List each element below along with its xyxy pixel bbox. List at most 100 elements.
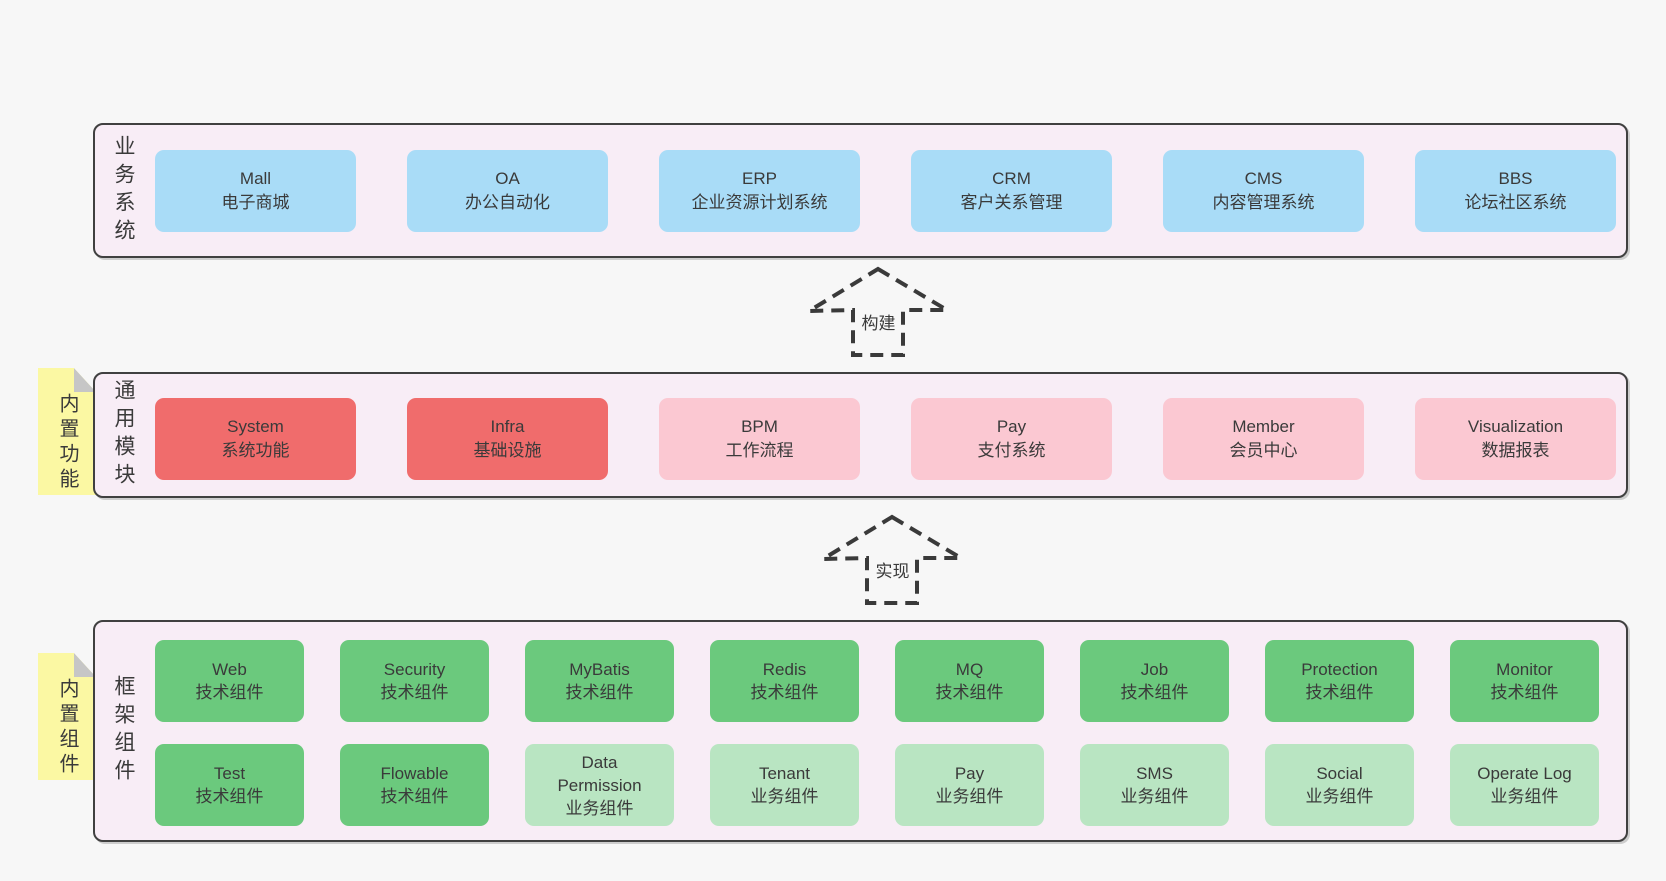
box-desc: 业务组件	[565, 798, 634, 818]
box-desc: 会员中心	[1229, 441, 1298, 460]
box-title: System	[227, 417, 284, 436]
box-mybatis: MyBatis 技术组件	[525, 640, 674, 722]
box-pay-component: Pay 业务组件	[895, 744, 1044, 826]
box-title: Redis	[762, 660, 807, 679]
box-title: Test	[213, 764, 246, 783]
box-title: Mall	[239, 169, 272, 188]
box-test: Test 技术组件	[155, 744, 304, 826]
box-title: Job	[1140, 660, 1169, 679]
framework-components-row-1: Web 技术组件 Security 技术组件 MyBatis 技术组件 Redi…	[155, 640, 1599, 722]
box-title: BPM	[741, 417, 778, 436]
box-title: Pay	[954, 764, 985, 783]
box-job: Job 技术组件	[1080, 640, 1229, 722]
box-desc: 电子商城	[221, 193, 290, 212]
box-desc: 技术组件	[195, 787, 264, 806]
common-modules-row: System 系统功能 Infra 基础设施 BPM 工作流程 Pay 支付系统…	[155, 398, 1616, 480]
box-bpm: BPM 工作流程	[659, 398, 860, 480]
build-arrow-label: 构建	[857, 308, 900, 335]
box-bbs: BBS 论坛社区系统	[1415, 150, 1616, 232]
box-monitor: Monitor 技术组件	[1450, 640, 1599, 722]
box-desc: 支付系统	[977, 441, 1046, 460]
box-desc: 客户关系管理	[960, 193, 1063, 212]
box-sms: SMS 业务组件	[1080, 744, 1229, 826]
box-desc: 技术组件	[195, 683, 264, 702]
box-web: Web 技术组件	[155, 640, 304, 722]
implement-arrow-label: 实现	[871, 556, 914, 583]
box-protection: Protection 技术组件	[1265, 640, 1414, 722]
box-desc: 技术组件	[935, 683, 1004, 702]
box-tenant: Tenant 业务组件	[710, 744, 859, 826]
box-desc: 办公自动化	[465, 193, 550, 212]
business-systems-row: Mall 电子商城 OA 办公自动化 ERP 企业资源计划系统 CRM 客户关系…	[155, 150, 1616, 232]
box-flowable: Flowable 技术组件	[340, 744, 489, 826]
box-title: Social	[1316, 764, 1363, 783]
framework-components-panel: 框架组件 Web 技术组件 Security 技术组件 MyBatis 技术组件…	[93, 620, 1628, 842]
box-desc: 技术组件	[1490, 683, 1559, 702]
box-social: Social 业务组件	[1265, 744, 1414, 826]
box-infra: Infra 基础设施	[407, 398, 608, 480]
box-desc: 技术组件	[750, 683, 819, 702]
box-desc: 技术组件	[565, 683, 634, 702]
box-title: Tenant	[758, 764, 811, 783]
box-member: Member 会员中心	[1163, 398, 1364, 480]
box-desc: 技术组件	[380, 787, 449, 806]
box-desc: 企业资源计划系统	[691, 193, 828, 212]
box-mall: Mall 电子商城	[155, 150, 356, 232]
business-systems-panel: 业务系统 Mall 电子商城 OA 办公自动化 ERP 企业资源计划系统 CRM…	[93, 123, 1628, 258]
business-systems-label: 业务系统	[112, 134, 135, 247]
box-oa: OA 办公自动化	[407, 150, 608, 232]
box-desc: 技术组件	[1120, 683, 1189, 702]
box-desc: 内容管理系统	[1212, 193, 1315, 212]
box-operate-log: Operate Log 业务组件	[1450, 744, 1599, 826]
box-title: Infra	[490, 417, 525, 436]
box-title: CMS	[1244, 169, 1283, 188]
box-data-permission: Data Permission 业务组件	[525, 744, 674, 826]
box-security: Security 技术组件	[340, 640, 489, 722]
built-in-features-sticky: 内置功能	[38, 368, 96, 495]
box-title: OA	[495, 169, 520, 188]
box-desc: 工作流程	[725, 441, 794, 460]
box-title: Security	[383, 660, 446, 679]
box-visualization: Visualization 数据报表	[1415, 398, 1616, 480]
box-title: Protection	[1301, 660, 1378, 679]
box-desc: 基础设施	[473, 441, 542, 460]
box-title: MQ	[955, 660, 984, 679]
built-in-components-sticky: 内置组件	[38, 653, 96, 780]
box-desc: 业务组件	[750, 787, 819, 806]
box-erp: ERP 企业资源计划系统	[659, 150, 860, 232]
common-modules-label: 通用模块	[112, 379, 135, 491]
box-system: System 系统功能	[155, 398, 356, 480]
box-title: SMS	[1136, 764, 1173, 783]
box-title: Pay	[996, 417, 1027, 436]
box-redis: Redis 技术组件	[710, 640, 859, 722]
box-crm: CRM 客户关系管理	[911, 150, 1112, 232]
built-in-components-label: 内置组件	[56, 678, 78, 778]
box-title: BBS	[1498, 169, 1533, 188]
box-desc: 数据报表	[1481, 441, 1550, 460]
box-desc: 业务组件	[1490, 787, 1559, 806]
dashed-up-arrow-icon	[806, 266, 951, 357]
box-title: Operate Log	[1477, 764, 1572, 783]
box-title: MyBatis	[569, 660, 630, 679]
dashed-up-arrow-icon	[820, 514, 965, 605]
framework-components-label: 框架组件	[112, 675, 135, 787]
framework-components-row-2: Test 技术组件 Flowable 技术组件 Data Permission …	[155, 744, 1599, 826]
box-title: Monitor	[1496, 660, 1553, 679]
box-desc: 业务组件	[1120, 787, 1189, 806]
box-cms: CMS 内容管理系统	[1163, 150, 1364, 232]
box-title: ERP	[742, 169, 777, 188]
box-title: CRM	[992, 169, 1031, 188]
box-title: Flowable	[380, 764, 449, 783]
box-desc: 业务组件	[1305, 787, 1374, 806]
box-desc: 论坛社区系统	[1464, 193, 1567, 212]
common-modules-panel: 通用模块 System 系统功能 Infra 基础设施 BPM 工作流程 Pay…	[93, 372, 1628, 498]
box-title: Visualization	[1467, 417, 1564, 436]
box-desc: 技术组件	[1305, 683, 1374, 702]
box-title: Data Permission	[557, 752, 642, 795]
box-mq: MQ 技术组件	[895, 640, 1044, 722]
box-title: Web	[212, 660, 247, 679]
build-arrow: 构建	[806, 266, 951, 358]
box-desc: 系统功能	[221, 441, 290, 460]
built-in-features-label: 内置功能	[56, 393, 78, 493]
box-title: Member	[1232, 417, 1295, 436]
